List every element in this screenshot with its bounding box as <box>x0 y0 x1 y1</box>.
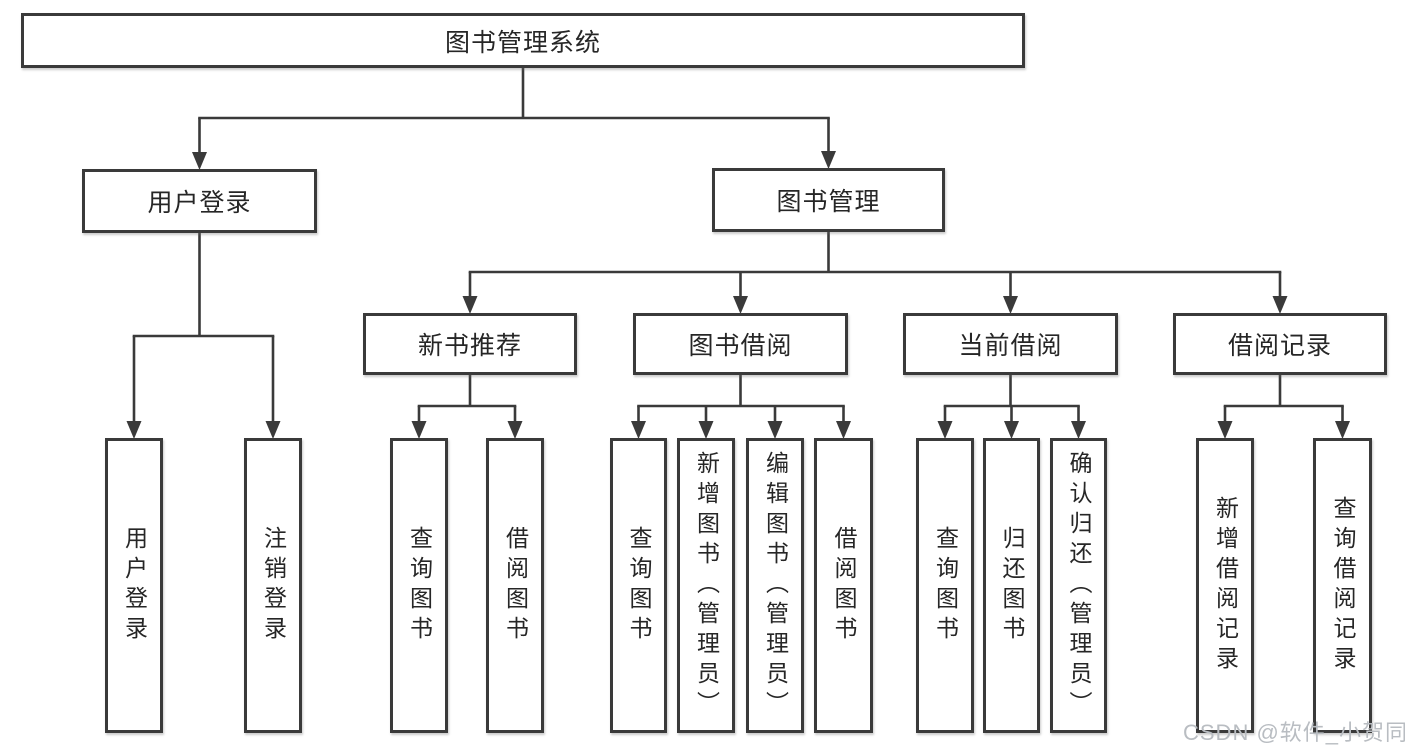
node-label: 查询图书 <box>932 525 959 646</box>
node-label: 图书借阅 <box>688 332 793 360</box>
arrowhead-icon <box>192 152 207 170</box>
node-label: 用户登录 <box>121 525 148 646</box>
arrowhead-icon <box>733 296 748 314</box>
node-borrowing-edit-books: 编辑图书（管理员） <box>746 438 804 733</box>
arrowhead-icon <box>836 421 851 439</box>
node-label: 确认归还（管理员） <box>1066 450 1092 721</box>
arrowhead-icon <box>1217 421 1233 439</box>
node-label: 归还图书 <box>999 525 1025 646</box>
node-label: 编辑图书（管理员） <box>762 450 789 721</box>
node-current-return-books: 归还图书 <box>983 438 1040 733</box>
node-recommend-query-books: 查询图书 <box>390 438 448 733</box>
node-root: 图书管理系统 <box>21 13 1025 68</box>
node-label: 借阅记录 <box>1227 332 1332 360</box>
node-new-book-recommend: 新书推荐 <box>363 313 577 375</box>
node-recommend-borrow-books: 借阅图书 <box>486 438 544 733</box>
node-records-add-record: 新增借阅记录 <box>1196 438 1254 733</box>
node-label: 借阅图书 <box>502 525 529 646</box>
arrowhead-icon <box>126 421 142 439</box>
node-borrowing-add-books: 新增图书（管理员） <box>677 438 735 733</box>
arrowhead-icon <box>507 421 523 439</box>
arrowhead-icon <box>1003 296 1018 314</box>
arrowhead-icon <box>821 151 836 169</box>
node-records-query-record: 查询借阅记录 <box>1313 438 1372 733</box>
arrowhead-icon <box>937 421 953 439</box>
node-label: 图书管理 <box>776 188 881 216</box>
node-label: 查询借阅记录 <box>1330 495 1356 676</box>
node-label: 查询图书 <box>406 525 433 646</box>
arrowhead-icon <box>698 421 714 439</box>
arrowhead-icon <box>631 421 646 439</box>
node-label: 新书推荐 <box>417 332 522 360</box>
node-label: 用户登录 <box>147 189 252 217</box>
node-label: 图书管理系统 <box>444 28 601 57</box>
node-book-borrowing: 图书借阅 <box>633 313 848 375</box>
arrowhead-icon <box>411 421 427 439</box>
node-logout-leaf: 注销登录 <box>244 438 302 733</box>
arrowhead-icon <box>265 421 281 439</box>
node-current-borrowing: 当前借阅 <box>903 313 1118 375</box>
node-label: 借阅图书 <box>831 525 857 646</box>
arrowhead-icon <box>1071 421 1086 439</box>
node-login-leaf: 用户登录 <box>105 438 163 733</box>
node-borrowing-borrow-books: 借阅图书 <box>814 438 873 733</box>
arrowhead-icon <box>1272 296 1288 314</box>
node-label: 注销登录 <box>260 525 287 646</box>
arrowhead-icon <box>462 296 478 314</box>
node-label: 当前借阅 <box>958 332 1063 360</box>
arrowhead-icon <box>767 421 783 439</box>
node-label: 查询图书 <box>626 525 652 646</box>
node-borrowing-records: 借阅记录 <box>1173 313 1387 375</box>
arrowhead-icon <box>1004 421 1019 439</box>
node-user-login: 用户登录 <box>82 169 317 233</box>
arrowhead-icon <box>1335 421 1350 439</box>
node-book-management: 图书管理 <box>712 168 945 232</box>
node-current-confirm-return: 确认归还（管理员） <box>1050 438 1107 733</box>
watermark: CSDN @软件_小贺同学 <box>1183 720 1405 745</box>
node-borrowing-query-books: 查询图书 <box>610 438 667 733</box>
node-current-query-books: 查询图书 <box>916 438 974 733</box>
node-label: 新增借阅记录 <box>1212 495 1239 676</box>
node-label: 新增图书（管理员） <box>693 450 720 721</box>
